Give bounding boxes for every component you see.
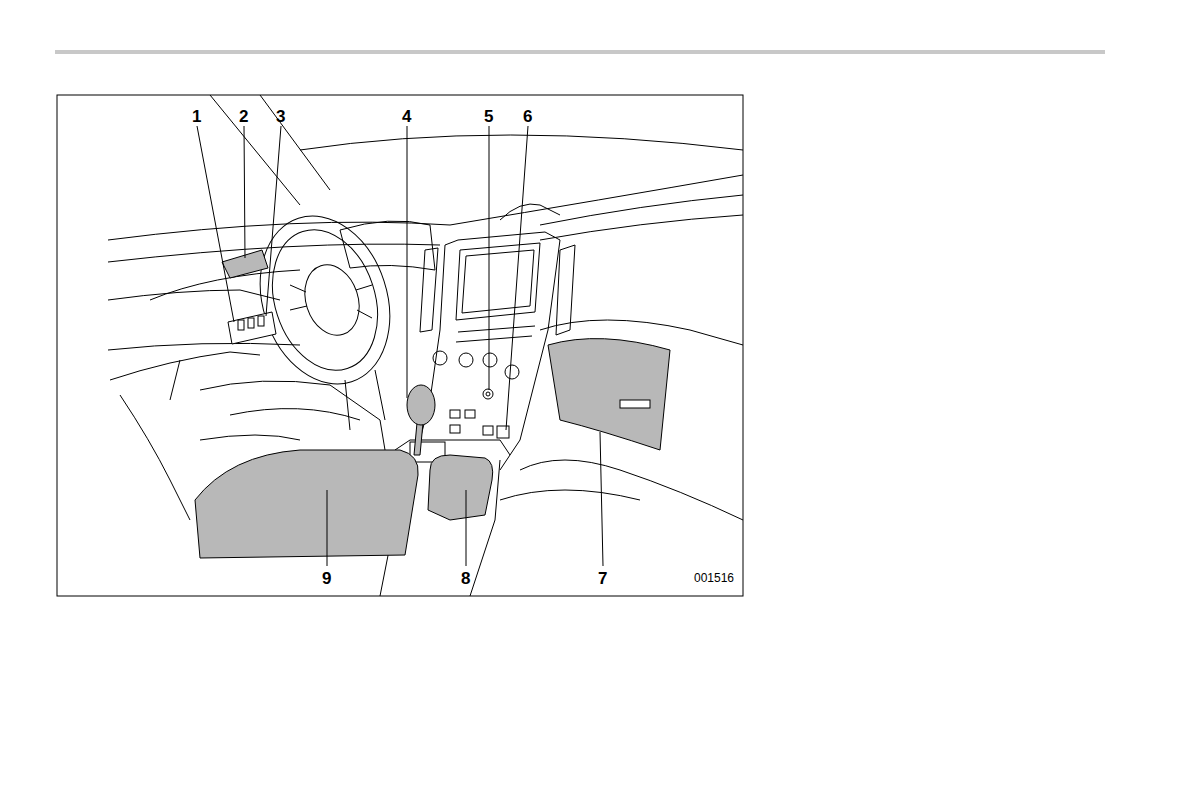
callout-number: 5: [484, 108, 493, 125]
figure-code: 001516: [694, 572, 734, 584]
cup-holder: [428, 455, 493, 520]
shift-knob: [407, 385, 435, 425]
glove-box: [548, 339, 670, 450]
car-interior: [108, 95, 743, 596]
callout-number: 6: [523, 108, 532, 125]
header-rule: [55, 50, 1105, 54]
leader-lines: [197, 126, 603, 566]
figure-frame: [57, 95, 743, 596]
callout-number: 8: [461, 570, 470, 587]
callout-number: 9: [322, 570, 331, 587]
callout-number: 3: [276, 108, 285, 125]
callout-number: 4: [402, 108, 411, 125]
callout-number: 1: [192, 108, 201, 125]
center-armrest: [195, 450, 418, 558]
callout-number: 7: [598, 570, 607, 587]
callout-number: 2: [239, 108, 248, 125]
glove-latch: [620, 400, 650, 408]
highlighted-parts: [195, 250, 670, 558]
